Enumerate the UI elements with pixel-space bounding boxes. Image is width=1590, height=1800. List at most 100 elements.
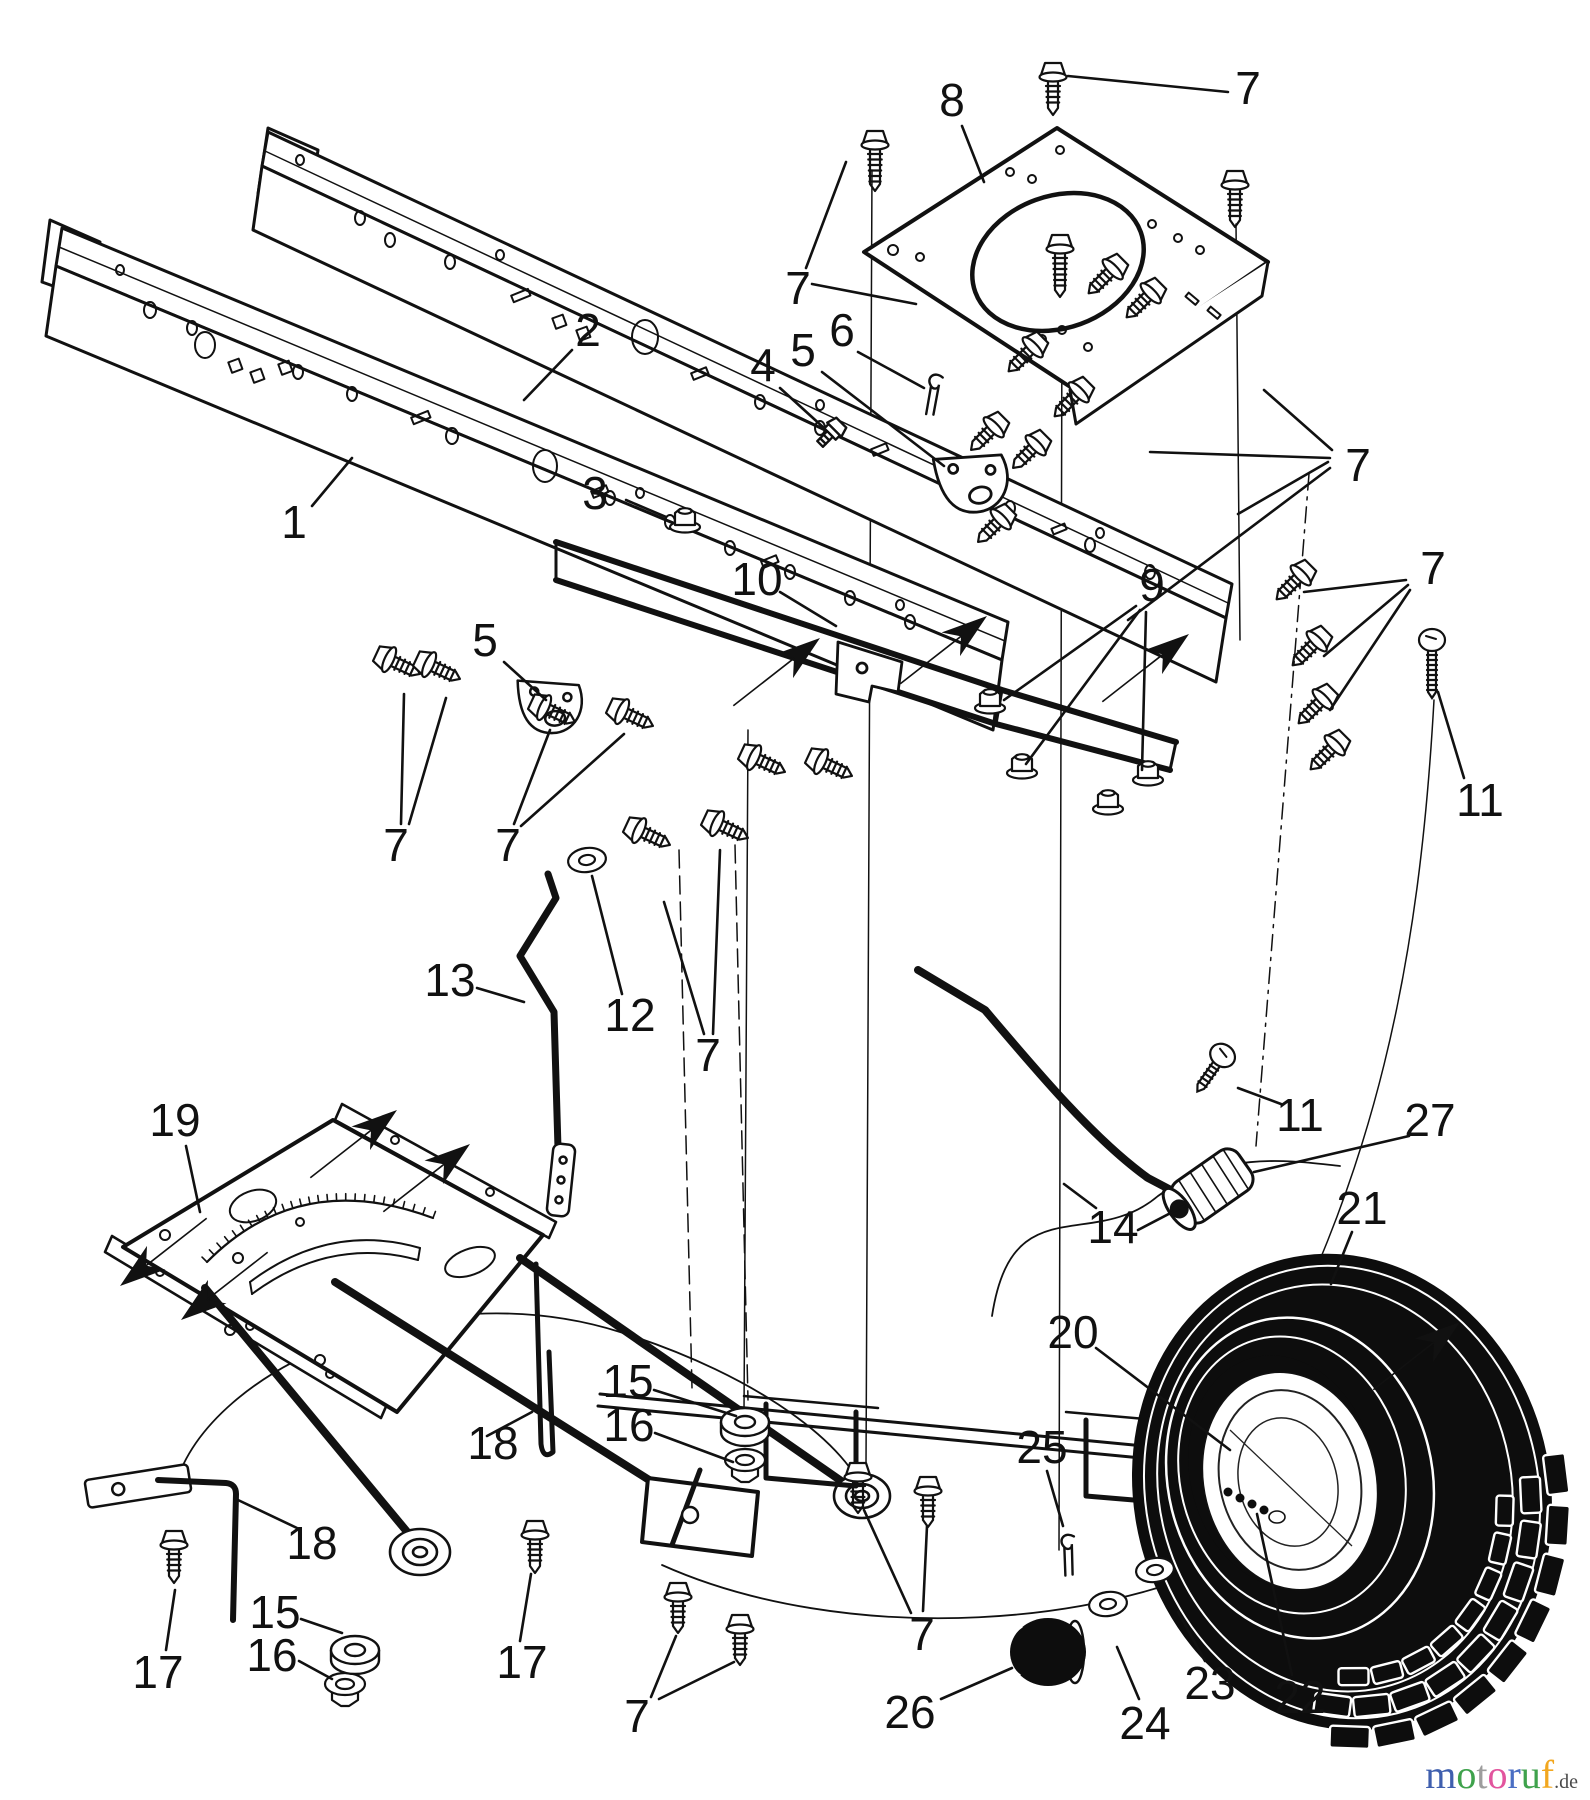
arrowhead-icon (424, 1144, 470, 1185)
lock-nut-icon (723, 1447, 767, 1484)
washer-icon (567, 846, 607, 874)
nut-top (1014, 753, 1030, 761)
arrow-tail (382, 1163, 445, 1213)
hex-screw-icon (860, 129, 890, 193)
leader-line (778, 386, 826, 430)
watermark-logo: motoruf.de (1425, 1752, 1578, 1797)
screw-threads (980, 519, 1001, 540)
callout-9: 9 (1139, 559, 1165, 611)
screw-threads (1015, 445, 1036, 466)
leader-line (590, 874, 624, 996)
cotter-pin-shape (924, 373, 944, 416)
callout-6: 6 (829, 304, 855, 356)
leader-line (407, 696, 448, 826)
leader-line (297, 1659, 334, 1681)
callout-16: 16 (603, 1399, 654, 1451)
hex-screw-icon (1220, 169, 1250, 229)
screw-threads (849, 1484, 867, 1504)
gear-tooth (432, 1210, 437, 1219)
carriage-bolt-icon (1417, 627, 1447, 700)
valve-stem (1223, 1487, 1286, 1524)
gear-tooth (298, 1198, 303, 1207)
lock-nut-icon (323, 1671, 367, 1708)
leader-line (1236, 1086, 1283, 1106)
callout-24: 24 (1119, 1697, 1170, 1749)
screw-flange (1220, 179, 1250, 191)
callout-15: 15 (602, 1355, 653, 1407)
leader-line (1252, 1134, 1411, 1174)
callout-18: 18 (286, 1517, 337, 1569)
screw-flange (860, 139, 890, 151)
cup-hole (343, 1642, 367, 1658)
callout-7: 7 (1235, 62, 1261, 114)
cup-washer-icon (329, 1634, 381, 1676)
screw-threads (626, 707, 649, 730)
leader-line (522, 348, 574, 402)
gear-tooth (223, 1235, 230, 1244)
watermark-suffix: .de (1554, 1771, 1578, 1793)
tread-block (1515, 1519, 1542, 1560)
screw-flange (913, 1485, 943, 1497)
screw-flange (663, 1591, 693, 1603)
tread-block (1452, 1673, 1498, 1717)
arrowhead-icon (1143, 634, 1189, 675)
callout-7: 7 (383, 819, 409, 871)
direction-arrow (1101, 634, 1189, 703)
leader-line (475, 986, 526, 1004)
callout-7: 7 (1420, 542, 1446, 594)
screw-flange (812, 748, 830, 776)
callout-4: 4 (750, 339, 776, 391)
screw-threads (1089, 269, 1113, 293)
leader-line (399, 692, 406, 826)
arrowhead-icon (1414, 1322, 1460, 1363)
screw-flange (520, 1529, 550, 1541)
watermark-letter: o (1456, 1752, 1476, 1797)
screw-threads (526, 1542, 544, 1562)
screw-flange (1024, 434, 1047, 457)
gear-tooth (272, 1206, 277, 1215)
bolt-slot (1425, 635, 1437, 640)
callout-13: 13 (424, 954, 475, 1006)
arrow-tail (732, 657, 795, 707)
leader-line (657, 1660, 736, 1701)
leader-line (652, 1388, 738, 1418)
callout-1: 1 (281, 496, 307, 548)
rod-18-left (83, 1463, 239, 1623)
gear-tooth (255, 1214, 261, 1223)
tread-block (1372, 1718, 1417, 1749)
screw-threads (731, 1636, 749, 1656)
callout-11: 11 (1456, 774, 1504, 826)
tread-block (1328, 1724, 1372, 1751)
screw-threads (1009, 347, 1033, 371)
callout-14: 14 (1087, 1201, 1138, 1253)
hex-screw-icon (1007, 330, 1050, 373)
gear-tooth (239, 1224, 246, 1232)
hex-screw-icon (976, 502, 1018, 544)
shoulder-bolt-4 (816, 416, 848, 448)
tread-block (1312, 1691, 1353, 1719)
direction-arrow (1372, 1322, 1460, 1391)
screw-threads (1127, 293, 1151, 317)
hex-screw-icon (371, 645, 422, 678)
gear-tooth (201, 1256, 208, 1263)
screw-flange (1289, 564, 1312, 587)
rod-18-right (533, 1261, 556, 1458)
screw-flange (420, 651, 438, 679)
screw-flange (630, 817, 648, 845)
leader-line (810, 282, 918, 306)
washer-icon (1088, 1590, 1128, 1618)
screw-threads (1293, 641, 1317, 665)
bolt-head (1209, 1042, 1237, 1069)
screw-threads (669, 1604, 687, 1624)
screw-threads (758, 753, 781, 776)
watermark-letter: r (1507, 1752, 1520, 1797)
leader-line (299, 1617, 344, 1635)
leader-line (921, 1524, 929, 1613)
screw-threads (1299, 699, 1323, 723)
bolt-threads (1425, 653, 1439, 692)
gear-tooth (307, 1196, 311, 1205)
screw-flange (535, 694, 553, 722)
screw-shank (1228, 188, 1242, 229)
bolt-threads (1197, 1063, 1220, 1089)
screw-flange (613, 698, 631, 726)
